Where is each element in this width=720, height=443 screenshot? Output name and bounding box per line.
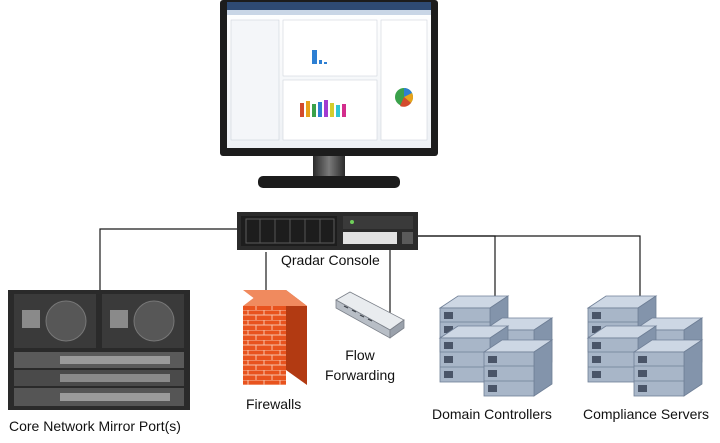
domain-controllers-label: Domain Controllers — [432, 406, 552, 422]
compliance-servers-label: Compliance Servers — [583, 406, 710, 422]
server-cluster-icon — [439, 295, 553, 397]
network-chassis-icon — [8, 290, 190, 410]
firewall-icon — [243, 290, 307, 385]
core-network-label: Core Network Mirror Port(s) — [9, 418, 181, 434]
console-label: Qradar Console — [281, 252, 380, 268]
flow-forwarding-label-line2: Forwarding — [324, 367, 396, 383]
server-cluster-icon — [587, 295, 703, 397]
rack-server-icon — [237, 212, 418, 250]
connector-lines — [99, 228, 641, 320]
network-switch-icon — [335, 291, 405, 339]
flow-forwarding-label-line1: Flow — [345, 347, 375, 363]
firewalls-label: Firewalls — [246, 396, 302, 412]
monitor-icon — [220, 0, 438, 188]
